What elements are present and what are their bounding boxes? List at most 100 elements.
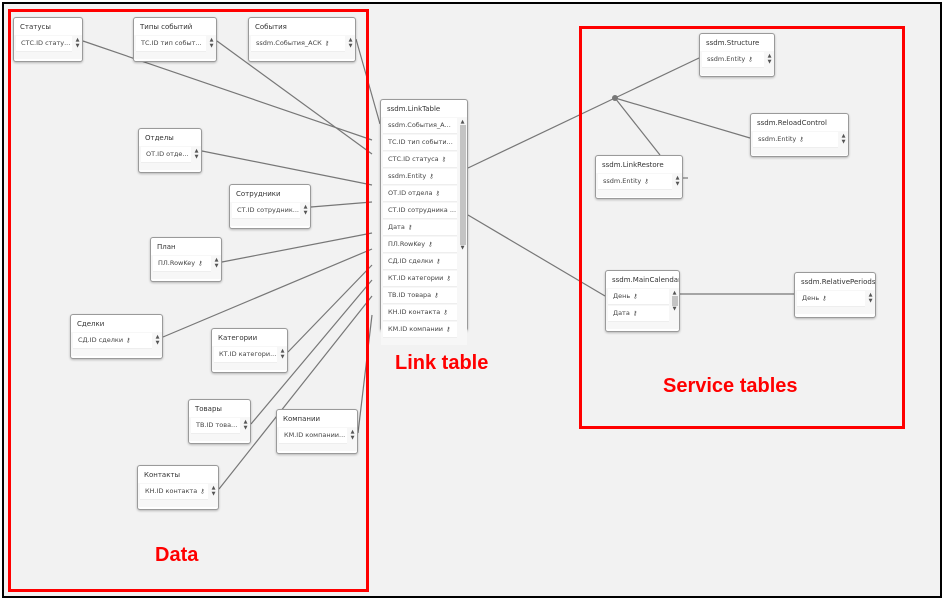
scroll-down-icon[interactable]: ▼ (194, 154, 199, 160)
scroll-thumb[interactable] (671, 296, 678, 306)
scroll-up-icon[interactable]: ▲ (155, 334, 160, 340)
scroll-up-icon[interactable]: ▲ (675, 175, 680, 181)
scrollbar[interactable]: ▲▼ (242, 419, 249, 431)
table-field[interactable]: Дата⚷ (608, 306, 669, 322)
scroll-down-icon[interactable]: ▼ (675, 181, 680, 187)
scrollbar[interactable]: ▲▼ (671, 290, 678, 312)
table-field[interactable]: День⚷ (608, 289, 669, 305)
table-field[interactable]: СД.ID сделки⚷ (73, 333, 152, 349)
scrollbar[interactable]: ▲▼ (213, 257, 220, 269)
scroll-up-icon[interactable]: ▲ (214, 257, 219, 263)
scrollbar[interactable]: ▲▼ (210, 485, 217, 497)
scroll-up-icon[interactable]: ▲ (767, 53, 772, 59)
scroll-down-icon[interactable]: ▼ (348, 43, 353, 49)
scroll-up-icon[interactable]: ▲ (303, 204, 308, 210)
scroll-down-icon[interactable]: ▼ (155, 340, 160, 346)
scroll-up-icon[interactable]: ▲ (348, 37, 353, 43)
scroll-thumb[interactable] (459, 125, 466, 245)
scroll-down-icon[interactable]: ▼ (280, 354, 285, 360)
scroll-up-icon[interactable]: ▲ (841, 133, 846, 139)
scroll-down-icon[interactable]: ▼ (672, 306, 677, 312)
table-field[interactable]: КН.ID контакта⚷ (383, 305, 457, 321)
scrollbar[interactable]: ▲▼ (459, 119, 466, 251)
table-field[interactable]: Дата⚷ (383, 220, 457, 236)
table-field[interactable]: СД.ID сделки⚷ (383, 254, 457, 270)
table-field[interactable]: ssdm.Entity⚷ (702, 52, 764, 68)
table-field[interactable]: КН.ID контакта⚷ (140, 484, 208, 500)
table-field[interactable]: КМ.ID компании... (279, 428, 347, 444)
scroll-up-icon[interactable]: ▲ (194, 148, 199, 154)
table-field[interactable]: СТС.ID стату... (16, 36, 72, 52)
table-field[interactable]: ПЛ.RowKey⚷ (153, 256, 211, 272)
scroll-down-icon[interactable]: ▼ (214, 263, 219, 269)
table-field[interactable]: СТС.ID статуса⚷ (383, 152, 457, 168)
scroll-up-icon[interactable]: ▲ (868, 292, 873, 298)
scrollbar[interactable]: ▲▼ (766, 53, 773, 65)
scrollbar[interactable]: ▲▼ (674, 175, 681, 187)
scrollbar[interactable]: ▲▼ (349, 429, 356, 441)
scroll-down-icon[interactable]: ▼ (350, 435, 355, 441)
scrollbar[interactable]: ▲▼ (302, 204, 309, 216)
scroll-down-icon[interactable]: ▼ (243, 425, 248, 431)
table-field[interactable]: ТС.ID тип событи... (383, 135, 457, 151)
table-field[interactable]: КТ.ID категори... (214, 347, 277, 363)
table-field[interactable]: СТ.ID сотрудника ... (383, 203, 457, 219)
table-field[interactable]: СТ.ID сотрудник... (232, 203, 300, 219)
scroll-down-icon[interactable]: ▼ (460, 245, 465, 251)
scrollbar[interactable]: ▲▼ (74, 37, 81, 49)
table-field[interactable]: ТВ.ID това... (191, 418, 240, 434)
scroll-down-icon[interactable]: ▼ (868, 298, 873, 304)
table-field[interactable]: КМ.ID компании⚷ (383, 322, 457, 338)
scrollbar[interactable]: ▲▼ (867, 292, 874, 304)
scrollbar[interactable]: ▲▼ (347, 37, 354, 49)
scroll-down-icon[interactable]: ▼ (209, 43, 214, 49)
scroll-up-icon[interactable]: ▲ (75, 37, 80, 43)
scrollbar[interactable]: ▲▼ (154, 334, 161, 346)
scroll-up-icon[interactable]: ▲ (209, 37, 214, 43)
table-field[interactable]: ssdm.События_АСК⚷ (251, 36, 345, 52)
table-field[interactable]: ОТ.ID отдела⚷ (383, 186, 457, 202)
table-field[interactable]: ТС.ID тип событ... (136, 36, 206, 52)
scroll-up-icon[interactable]: ▲ (460, 119, 465, 125)
scroll-up-icon[interactable]: ▲ (211, 485, 216, 491)
table-field[interactable]: ssdm.Entity⚷ (383, 169, 457, 185)
scroll-down-icon[interactable]: ▼ (841, 139, 846, 145)
scrollbar[interactable]: ▲▼ (279, 348, 286, 360)
scroll-down-icon[interactable]: ▼ (303, 210, 308, 216)
scrollbar[interactable]: ▲▼ (193, 148, 200, 160)
scroll-up-icon[interactable]: ▲ (243, 419, 248, 425)
scroll-down-icon[interactable]: ▼ (75, 43, 80, 49)
scrollbar[interactable]: ▲▼ (840, 133, 847, 145)
table-field[interactable]: ОТ.ID отде... (141, 147, 191, 163)
table-field[interactable]: ПЛ.RowKey⚷ (383, 237, 457, 253)
scroll-down-icon[interactable]: ▼ (211, 491, 216, 497)
scrollbar[interactable]: ▲▼ (208, 37, 215, 49)
scroll-up-icon[interactable]: ▲ (672, 290, 677, 296)
scroll-down-icon[interactable]: ▼ (767, 59, 772, 65)
table-field[interactable]: ТВ.ID товара⚷ (383, 288, 457, 304)
table-field[interactable]: ssdm.Entity⚷ (598, 174, 672, 190)
table-field[interactable]: ssdm.События_А... (383, 118, 457, 134)
scroll-up-icon[interactable]: ▲ (280, 348, 285, 354)
table-field[interactable]: КТ.ID категории⚷ (383, 271, 457, 287)
table-field[interactable]: ssdm.Entity⚷ (753, 132, 838, 148)
table-field[interactable]: День⚷ (797, 291, 865, 307)
scroll-up-icon[interactable]: ▲ (350, 429, 355, 435)
